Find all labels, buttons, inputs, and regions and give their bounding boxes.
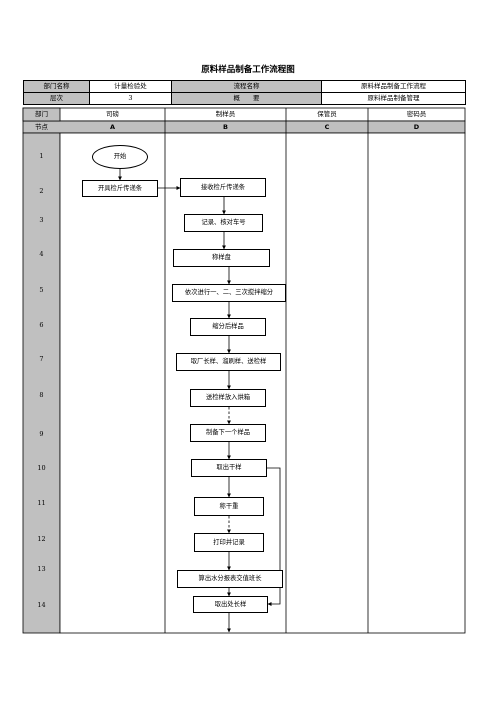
dept-col-label: 部门: [35, 110, 48, 118]
node-b8: 送检样放入烘箱: [190, 389, 266, 407]
row-number: 7: [39, 355, 44, 363]
row-number: 1: [39, 152, 44, 160]
node-b10: 取出干样: [191, 459, 267, 477]
row-number: 4: [39, 250, 44, 258]
summary-label: 概 要: [171, 92, 322, 105]
node-b7: 取厂长样、溜刷样、送检样: [176, 353, 281, 371]
row-number: 12: [37, 535, 46, 543]
node-b9: 制备下一个样品: [190, 424, 266, 442]
node-b12: 打印并记录: [194, 533, 264, 552]
node-b11: 称干重: [194, 497, 264, 516]
node-b2: 接收检斤传递条: [180, 178, 266, 197]
node-a2: 开具检斤传递条: [82, 180, 158, 197]
row-number: 14: [37, 601, 46, 609]
row-number: 2: [39, 187, 44, 195]
lane-header-a: 司磅: [106, 110, 119, 118]
node-b3: 记录、核对车号: [184, 214, 263, 232]
node-letter-a: A: [109, 123, 116, 131]
row-number: 9: [39, 430, 44, 438]
node-label: 节点: [35, 123, 48, 131]
flow-header-table: 部门名称 计量检验处 流程名称 原料样品制备工作流程 层次 3 概 要 原料样品…: [23, 80, 466, 105]
summary-value: 原料样品制备管理: [321, 92, 466, 105]
row-number: 11: [37, 499, 46, 507]
row-number-column: [22, 132, 61, 634]
lane-body: [59, 132, 466, 634]
dept-label: 部门名称: [23, 80, 90, 93]
node-b14: 取出处长样: [193, 596, 268, 613]
page-title: 原料样品制备工作流程图: [201, 65, 295, 75]
row-number: 8: [39, 391, 44, 399]
level-label: 层次: [23, 92, 90, 105]
dept-col-cell: [22, 107, 61, 122]
lane-header-b: 制样员: [215, 110, 236, 118]
level-value: 3: [89, 92, 172, 105]
arrow-b10-b14-side: [267, 467, 281, 606]
lane-header-d: 密码员: [406, 110, 427, 118]
node-b13: 算出水分报表交值班长: [177, 570, 283, 588]
node-letter-c: C: [324, 123, 330, 131]
lane-header-c: 保管员: [317, 110, 337, 118]
node-b5: 依次进行一、二、三次搅拌缩分: [172, 284, 286, 302]
row-number: 5: [39, 286, 44, 294]
row-number: 6: [39, 321, 44, 329]
node-b6: 缩分后样品: [190, 318, 266, 336]
node-letter-b: B: [223, 123, 228, 131]
row-number: 13: [37, 565, 46, 573]
node-b4: 称样盘: [173, 249, 270, 267]
node-letter-d: D: [413, 123, 420, 131]
row-number: 10: [37, 464, 46, 472]
row-number: 3: [39, 216, 44, 224]
start-terminator: 开始: [92, 145, 148, 169]
